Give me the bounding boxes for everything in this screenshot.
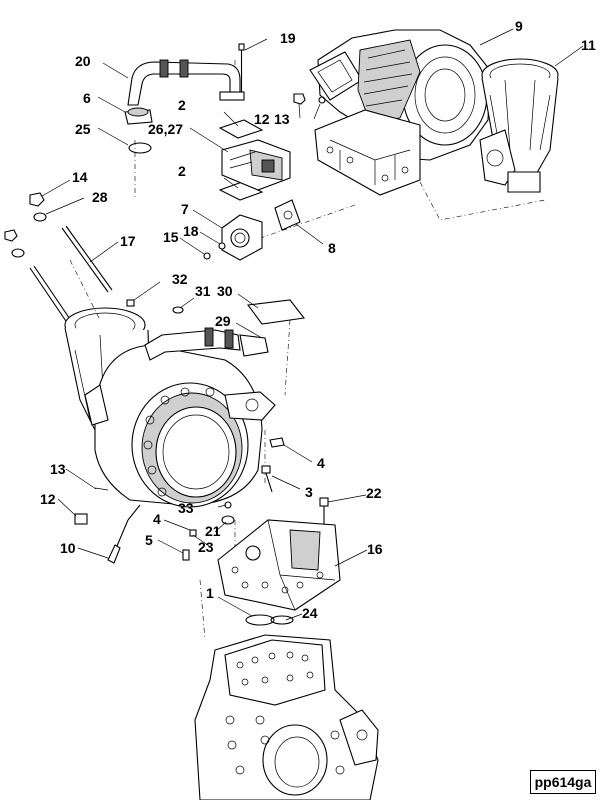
gasket-8 bbox=[274, 199, 301, 231]
o-ring-1 bbox=[245, 614, 275, 626]
pipe-20 bbox=[127, 59, 245, 106]
flange-6 bbox=[124, 107, 153, 125]
callout-labels: 1 2 2 3 4 4 5 6 7 8 9 10 11 12 12 13 13 … bbox=[40, 18, 596, 621]
exhaust-adapter-upper bbox=[479, 58, 559, 193]
sensor-10 bbox=[107, 504, 141, 564]
washer-4 bbox=[269, 437, 285, 448]
callout-12-lower: 12 bbox=[40, 491, 56, 507]
callout-17: 17 bbox=[120, 233, 136, 249]
callout-12-upper: 12 bbox=[254, 111, 270, 127]
callout-21: 21 bbox=[205, 523, 221, 539]
callout-31: 31 bbox=[195, 283, 211, 299]
washer-15 bbox=[203, 252, 211, 260]
callout-2-upper: 2 bbox=[178, 97, 186, 113]
bolt-3 bbox=[261, 465, 273, 493]
callout-13-upper: 13 bbox=[274, 111, 290, 127]
callout-4-left: 4 bbox=[153, 511, 161, 527]
callout-33: 33 bbox=[178, 500, 194, 516]
washer-28 bbox=[33, 212, 47, 222]
callout-18: 18 bbox=[183, 223, 199, 239]
callout-19: 19 bbox=[280, 30, 296, 46]
callout-25: 25 bbox=[75, 121, 91, 137]
callout-32: 32 bbox=[172, 271, 188, 287]
callout-4-right: 4 bbox=[317, 455, 325, 471]
nut-12-upper bbox=[293, 93, 306, 105]
gasket-30 bbox=[246, 299, 306, 325]
bracket-16 bbox=[217, 519, 341, 611]
callout-1: 1 bbox=[206, 585, 214, 601]
turbocharger-middle bbox=[64, 307, 276, 508]
callout-3: 3 bbox=[305, 484, 313, 500]
callout-6: 6 bbox=[83, 90, 91, 106]
gear-housing-lower bbox=[194, 634, 379, 800]
callout-14: 14 bbox=[72, 169, 88, 185]
fitting-5 bbox=[182, 549, 190, 561]
callout-5: 5 bbox=[145, 532, 153, 548]
callout-22: 22 bbox=[366, 485, 382, 501]
fitting-23 bbox=[189, 529, 197, 537]
seal-13 bbox=[94, 487, 109, 491]
callout-2-lower: 2 bbox=[178, 163, 186, 179]
callout-13-lower: 13 bbox=[50, 461, 66, 477]
ring-21 bbox=[221, 515, 235, 525]
callout-16: 16 bbox=[367, 541, 383, 557]
ring-13-upper bbox=[318, 96, 326, 104]
leader-lines bbox=[41, 28, 584, 621]
callout-24: 24 bbox=[302, 605, 318, 621]
gasket-2-lower bbox=[218, 181, 264, 201]
bolt-19 bbox=[238, 43, 245, 95]
callout-23: 23 bbox=[198, 539, 214, 555]
washer-31 bbox=[172, 306, 184, 314]
bolt-32 bbox=[126, 299, 135, 307]
figure-id-label: pp614ga bbox=[530, 770, 596, 794]
nut-14 bbox=[29, 192, 45, 207]
valve-26-27 bbox=[221, 139, 291, 191]
callout-28: 28 bbox=[92, 189, 108, 205]
callout-20: 20 bbox=[75, 53, 91, 69]
elbow-housing-7 bbox=[221, 214, 263, 261]
o-ring-25 bbox=[128, 142, 152, 154]
bolt-18 bbox=[218, 242, 226, 250]
callout-9: 9 bbox=[515, 18, 523, 34]
o-ring-24 bbox=[270, 615, 294, 625]
callout-11: 11 bbox=[581, 37, 596, 53]
callout-26-27: 26,27 bbox=[148, 121, 183, 137]
callout-29: 29 bbox=[215, 313, 231, 329]
callout-10: 10 bbox=[60, 540, 76, 556]
callout-15: 15 bbox=[163, 229, 179, 245]
callout-30: 30 bbox=[217, 283, 233, 299]
turbocharger-upper bbox=[309, 29, 491, 196]
callout-7: 7 bbox=[181, 201, 189, 217]
plug-12 bbox=[74, 513, 88, 525]
callout-8: 8 bbox=[328, 240, 336, 256]
gasket-2-upper bbox=[218, 119, 264, 139]
